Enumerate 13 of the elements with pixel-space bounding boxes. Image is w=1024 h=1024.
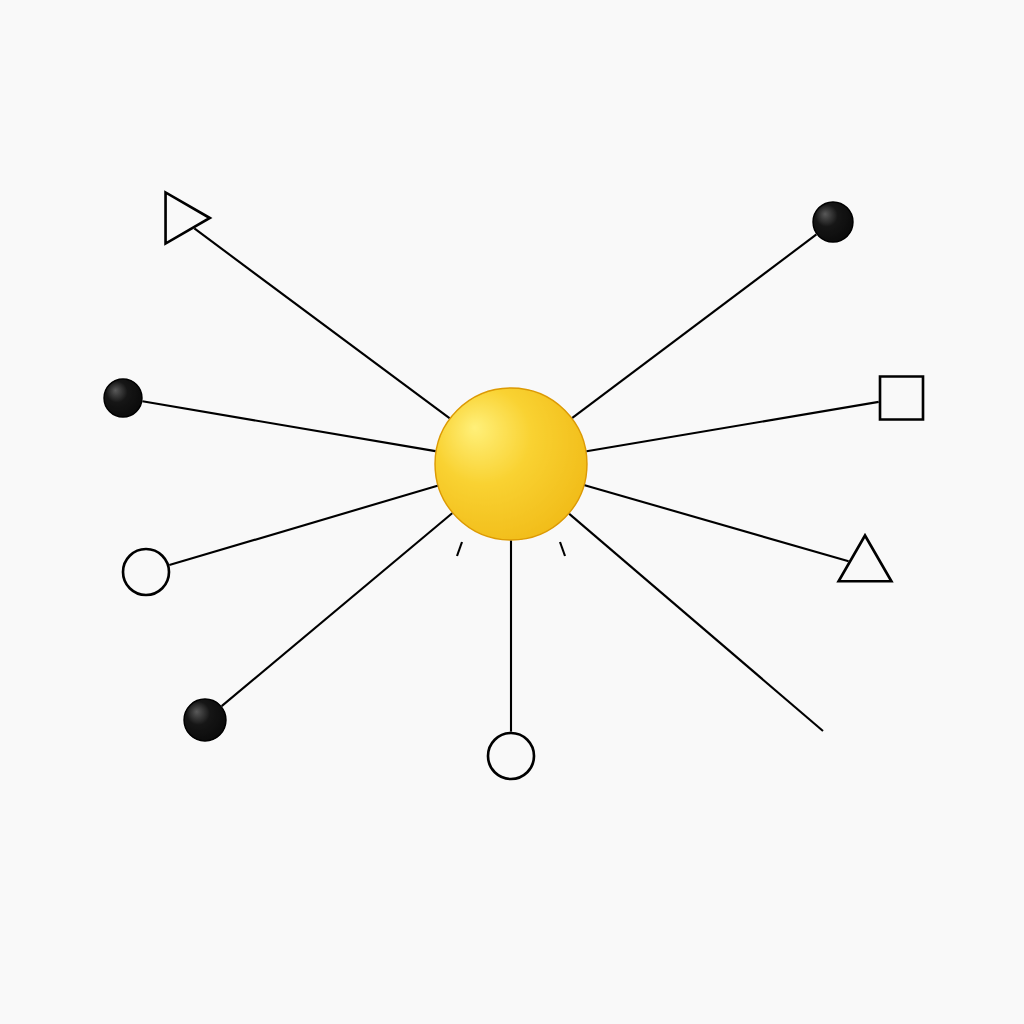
- square: [878, 375, 925, 421]
- connector-line: [169, 484, 438, 567]
- circle: [486, 731, 536, 781]
- connector-line: [193, 227, 451, 420]
- circle: [121, 547, 171, 597]
- line: [568, 513, 824, 732]
- connector-line: [584, 484, 849, 563]
- connector-line: [586, 400, 879, 453]
- dot: [812, 201, 854, 243]
- connector-line: [509, 540, 513, 732]
- connector-line: [142, 400, 436, 453]
- connector-line: [571, 233, 818, 419]
- connector-line: [220, 512, 453, 707]
